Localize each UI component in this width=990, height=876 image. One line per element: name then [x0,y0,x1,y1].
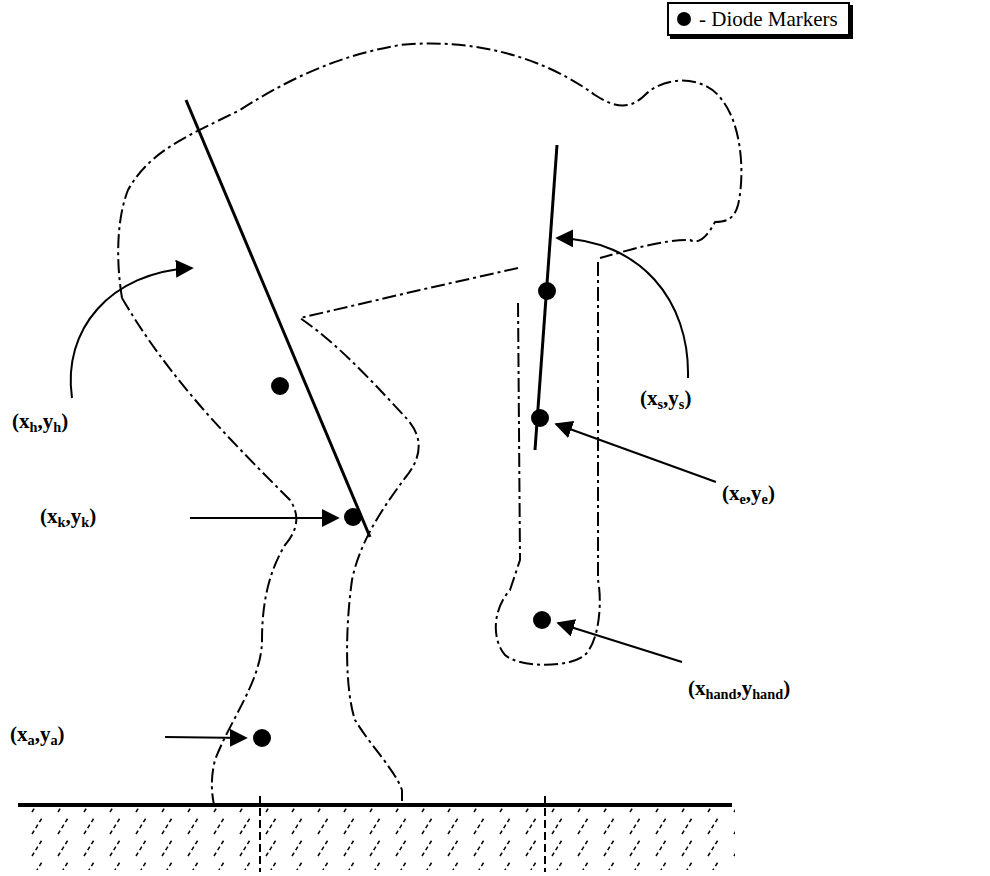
diode-marker [271,377,289,395]
arm-outline [496,262,600,665]
sole [214,804,402,806]
coordinate-label: (xk,yk) [40,505,96,531]
reference-line [259,796,261,872]
diode-marker [538,282,556,300]
leader-arrow [556,424,716,482]
upper-arm-segment [535,145,557,450]
reference-line [544,796,546,872]
legend-text: - Diode Markers [699,7,838,32]
ground-hatching [20,808,735,870]
leader-arrow [71,268,192,398]
legend-swatch [677,12,691,26]
body-outline [118,43,741,805]
leader-arrow [165,737,246,738]
diode-marker [531,409,549,427]
diode-marker [344,508,362,526]
coordinate-label: (xhand,yhand) [688,677,790,703]
leader-arrows [71,238,716,738]
coordinate-label: (xh,yh) [12,410,68,436]
back-of-leg [122,298,296,805]
ground-line [18,803,732,807]
diode-markers [253,282,556,747]
front-of-leg [300,268,518,805]
legend-box: - Diode Markers [667,2,850,36]
leader-arrow [557,238,688,378]
coordinate-label: (xe,ye) [722,482,775,508]
coordinate-label: (xa,ya) [10,723,65,749]
leader-arrow [558,623,682,662]
diode-marker [533,611,551,629]
coordinate-label: (xs,ys) [640,387,691,413]
back-and-head [118,43,741,298]
thigh-segment [186,100,370,537]
leader-arrow [190,517,338,519]
diode-marker [253,729,271,747]
